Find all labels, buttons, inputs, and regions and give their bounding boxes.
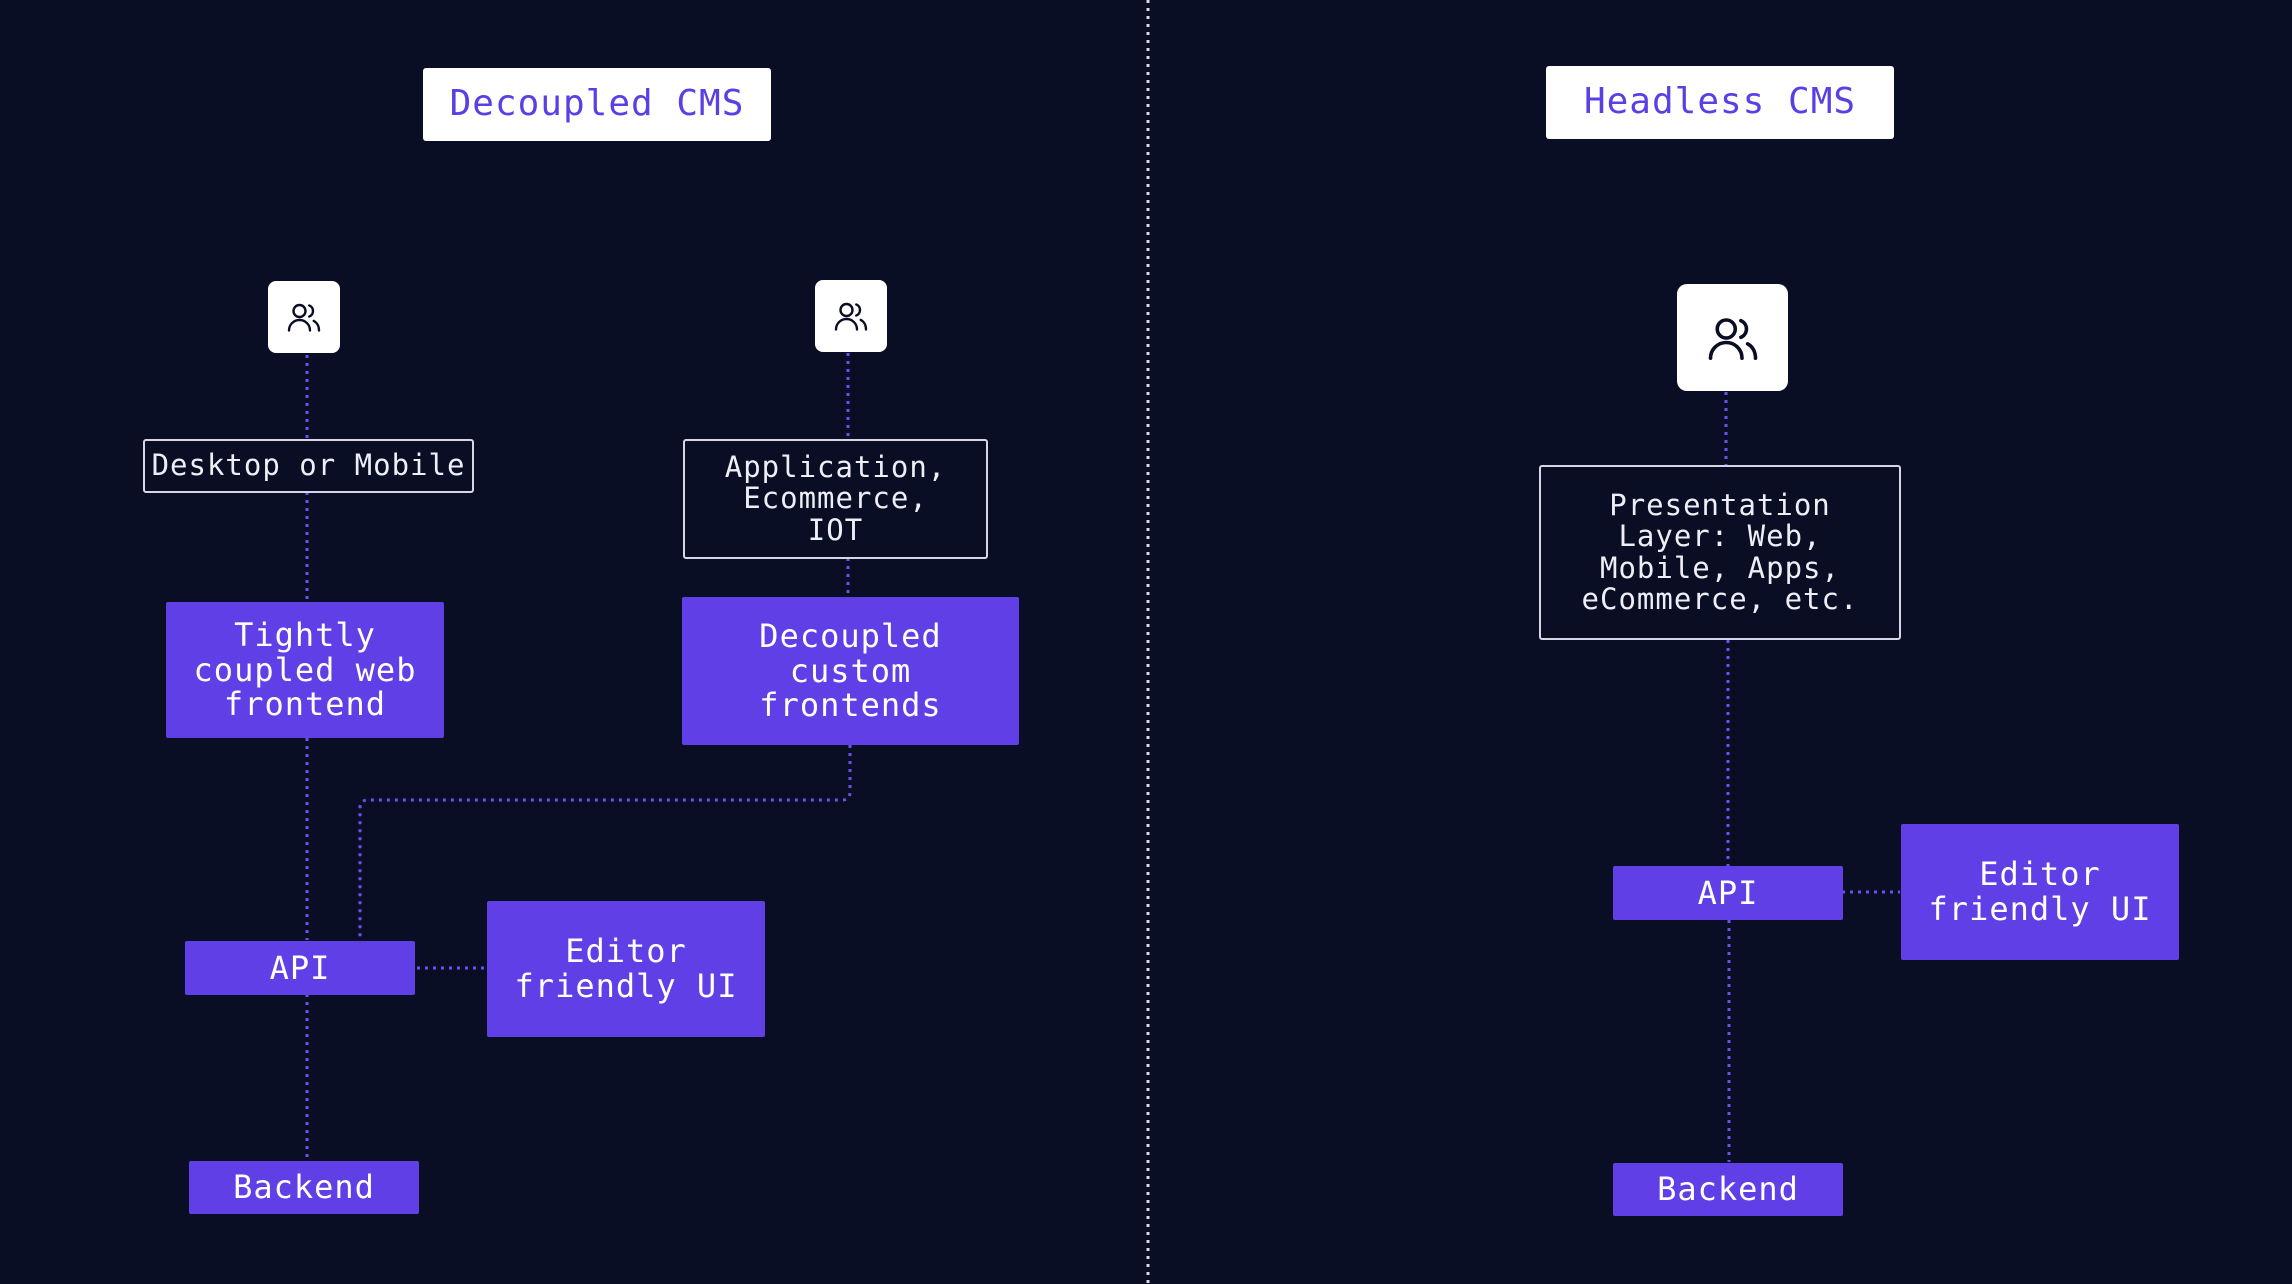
- users-icon: [834, 302, 868, 331]
- decoupled-api-block: API: [185, 941, 415, 995]
- left-client-users: [268, 281, 340, 353]
- users-icon: [1708, 317, 1757, 360]
- headless-editor-ui-block: Editor friendly UI: [1901, 824, 2179, 960]
- headless-client-users: [1677, 284, 1788, 391]
- connector-right-frontend-to-api: [358, 745, 852, 940]
- tightly-coupled-frontend-block: Tightly coupled web frontend: [166, 602, 444, 738]
- decoupled-frontends-block: Decoupled custom frontends: [682, 597, 1019, 745]
- presentation-layer-label: Presentation Layer: Web, Mobile, Apps, e…: [1539, 465, 1901, 640]
- decoupled-editor-ui-block: Editor friendly UI: [487, 901, 765, 1037]
- right-client-users: [815, 280, 887, 352]
- headless-cms-title: Headless CMS: [1546, 66, 1894, 139]
- headless-api-block: API: [1613, 866, 1843, 920]
- decoupled-cms-title: Decoupled CMS: [423, 68, 771, 141]
- decoupled-backend-block: Backend: [189, 1161, 419, 1214]
- users-icon: [287, 303, 321, 332]
- headless-backend-block: Backend: [1613, 1163, 1843, 1216]
- left-client-label: Desktop or Mobile: [143, 439, 474, 493]
- right-client-label: Application, Ecommerce, IOT: [683, 439, 988, 559]
